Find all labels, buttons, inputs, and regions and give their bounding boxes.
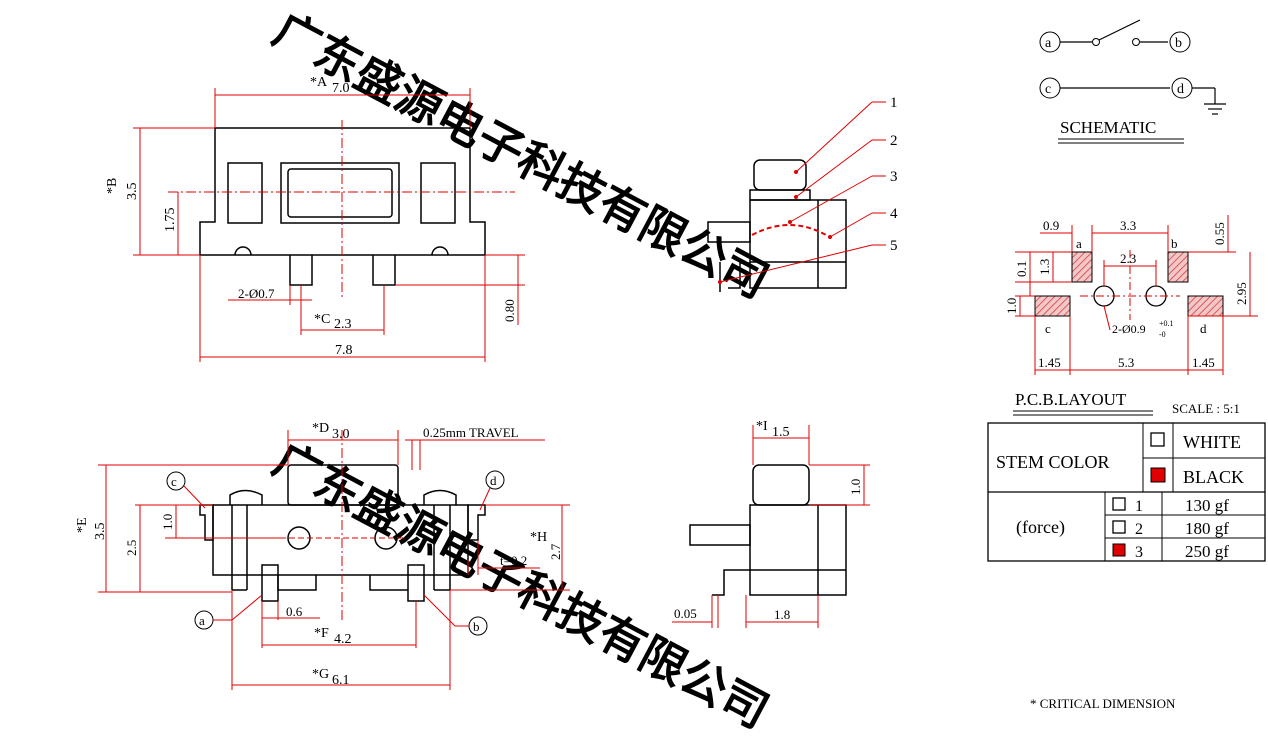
terminal-b-label: b [473,619,480,634]
pcb-dim-0-55: 0.55 [1212,222,1227,245]
force-2-num: 2 [1135,521,1143,538]
dim-0-6: 0.6 [286,604,303,619]
dim-f-value: 4.2 [334,632,352,647]
dim-d-label: *D [312,421,329,436]
checkbox-force-1[interactable] [1112,497,1126,511]
dim-e-value: 3.5 [93,523,108,541]
pcb-title: P.C.B.LAYOUT [1015,390,1127,409]
terminal-a-label: a [199,613,205,628]
schematic-c: c [1045,82,1051,97]
schematic: a b c d SCHEMATIC [1039,19,1226,144]
schematic-b: b [1175,36,1182,51]
dim-g-value: 6.1 [332,673,350,688]
schematic-d: d [1177,82,1184,97]
pcb-pad-d: d [1200,321,1207,336]
critical-dimension-note: * CRITICAL DIMENSION [1030,696,1176,711]
dim-a-value: 7.0 [332,81,350,96]
watermark-text: 广东盛源电子科技有限公司 [265,4,776,308]
dim-total: 7.8 [335,343,353,358]
schematic-title: SCHEMATIC [1060,118,1156,137]
color-black-label: BLACK [1183,467,1244,487]
watermark: 广东盛源电子科技有限公司 广东盛源电子科技有限公司 [265,4,776,738]
callout-5: 5 [890,238,898,254]
dim-a-label: *A [310,75,328,90]
dim-t: t=0.2 [500,553,527,568]
pad-a [1071,251,1093,283]
top-view: *A 7.0 *B 3.5 1.75 2-Ø0.7 *C 2.3 7.8 0.8… [105,75,525,362]
pad-c [1034,295,1071,317]
pad-d [1187,295,1224,317]
schematic-a: a [1045,36,1052,51]
pcb-layout: 0.9 3.3 a b 0.55 2.3 2.95 1.3 0.1 1.0 c … [1004,215,1258,416]
force-label: (force) [1016,517,1065,538]
force-2-value: 180 gf [1185,519,1229,538]
force-3-value: 250 gf [1185,542,1229,561]
callout-4: 4 [890,206,898,222]
pcb-hole-tol-minus: -0 [1159,330,1166,339]
dim-c-value: 2.3 [334,317,352,332]
checkbox-force-3[interactable] [1112,543,1126,557]
dim-080: 0.80 [502,299,517,322]
dim-side-1-0: 1.0 [848,479,863,495]
pcb-pad-b: b [1171,236,1178,251]
dim-d-value: 3.0 [332,427,350,442]
pcb-dim-3-3: 3.3 [1120,218,1136,233]
callout-2: 2 [890,133,898,149]
dim-g-label: *G [312,667,329,682]
pcb-pad-c: c [1045,321,1051,336]
callout-1: 1 [890,95,898,111]
front-view: *D 3.0 0.25mm TRAVEL *E 3.5 1.0 2.5 *H 2… [75,421,570,690]
dim-h-value: 2.7 [548,543,563,560]
pcb-pad-a: a [1076,236,1082,251]
dim-2-5: 2.5 [124,540,139,556]
dim-h-label: *H [530,530,547,545]
pcb-dim-1-45b: 1.45 [1192,355,1215,370]
side-view-bottom: *I 1.5 1.0 0.05 1.8 [672,419,870,628]
callout-3: 3 [890,169,898,185]
terminal-d-label: d [490,473,497,488]
terminal-c-label: c [171,474,177,489]
pcb-dim-2-3: 2.3 [1120,251,1136,266]
force-3-num: 3 [1135,544,1143,561]
dim-0-05: 0.05 [674,606,697,621]
dim-1-8: 1.8 [774,607,790,622]
pcb-dim-2-95: 2.95 [1234,282,1249,305]
pcb-dim-1-45a: 1.45 [1038,355,1061,370]
dim-175: 1.75 [163,208,178,233]
checkbox-white[interactable] [1150,432,1165,447]
dim-1-0: 1.0 [160,514,175,530]
dim-b-value: 3.5 [125,183,140,201]
pcb-dim-1-3: 1.3 [1037,259,1052,275]
pcb-dim-0-9: 0.9 [1043,218,1059,233]
force-1-value: 130 gf [1185,496,1229,515]
dim-e-label: *E [75,517,90,533]
dim-f-label: *F [314,626,329,641]
pcb-hole-tol-plus: +0.1 [1159,319,1174,328]
pad-b [1167,251,1189,283]
pcb-dim-5-3: 5.3 [1118,355,1134,370]
stem-color-label: STEM COLOR [996,452,1110,472]
dim-b-label: *B [105,178,120,194]
dim-i-value: 1.5 [772,425,790,440]
pcb-scale: SCALE : 5:1 [1172,401,1240,416]
force-1-num: 1 [1135,498,1143,515]
color-white-label: WHITE [1183,432,1241,452]
pcb-dim-1-0: 1.0 [1004,298,1019,314]
checkbox-force-2[interactable] [1112,520,1126,534]
dim-i-label: *I [756,419,768,434]
pcb-dim-0-1: 0.1 [1014,261,1029,277]
side-view-top: 1 2 3 4 5 [707,95,898,292]
travel-label: 0.25mm TRAVEL [423,425,519,440]
dim-pin: 2-Ø0.7 [238,286,275,301]
pcb-hole-dim: 2-Ø0.9 [1112,322,1146,336]
dim-c-label: *C [314,312,330,327]
spec-table: STEM COLOR WHITE BLACK (force) 1 130 gf … [987,422,1266,562]
checkbox-black[interactable] [1150,467,1166,483]
